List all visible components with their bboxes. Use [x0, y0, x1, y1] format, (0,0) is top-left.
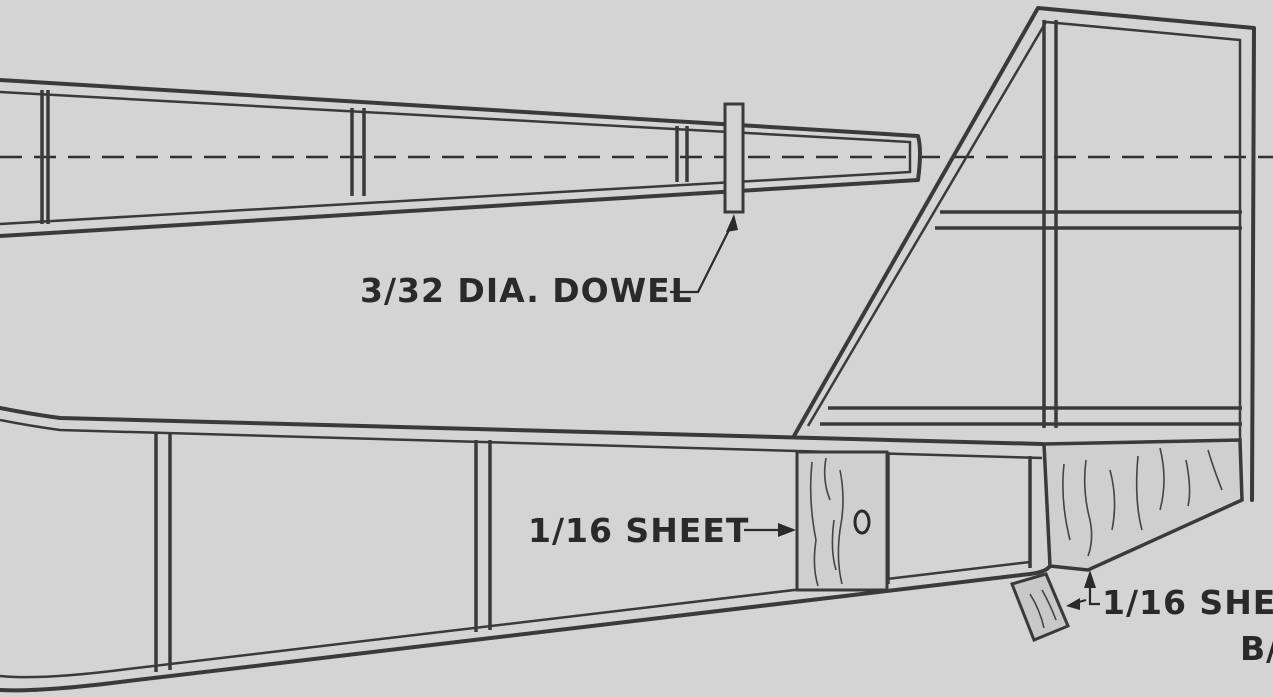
tail-skid: [1010, 572, 1070, 642]
dowel-label: 3/32 DIA. DOWEL: [360, 271, 693, 310]
fin-frame: [792, 6, 1256, 502]
fuselage-frame: [0, 406, 1052, 693]
fin-sheet-label: 1/16 SHEE: [1102, 583, 1273, 622]
fuselage-sheet-label: 1/16 SHEET: [528, 511, 749, 550]
fuselage-sheet-leader: [744, 523, 796, 537]
stabilizer-frame: [0, 78, 922, 238]
hole-marker: [853, 509, 871, 535]
fin-sheet-leader: [1066, 570, 1100, 610]
fin-sheet-panel: [1042, 438, 1244, 572]
partial-label: B/: [1240, 629, 1273, 668]
dowel: [723, 102, 745, 214]
fuselage-sheet-panel: [795, 450, 889, 592]
dowel-leader: [670, 214, 738, 294]
